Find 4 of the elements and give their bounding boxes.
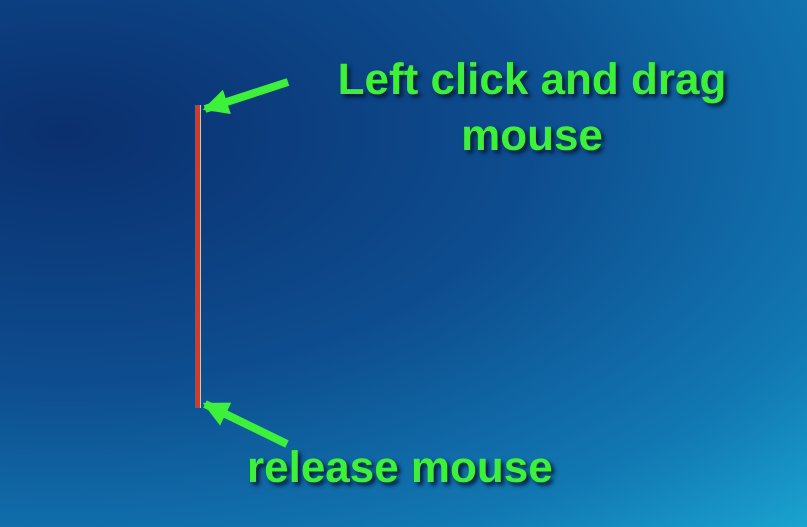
instruction-text: Left click and drag mouse bbox=[292, 52, 772, 164]
arrow bbox=[202, 78, 290, 114]
arrow bbox=[202, 400, 289, 448]
instruction-text: release mouse bbox=[247, 440, 553, 496]
